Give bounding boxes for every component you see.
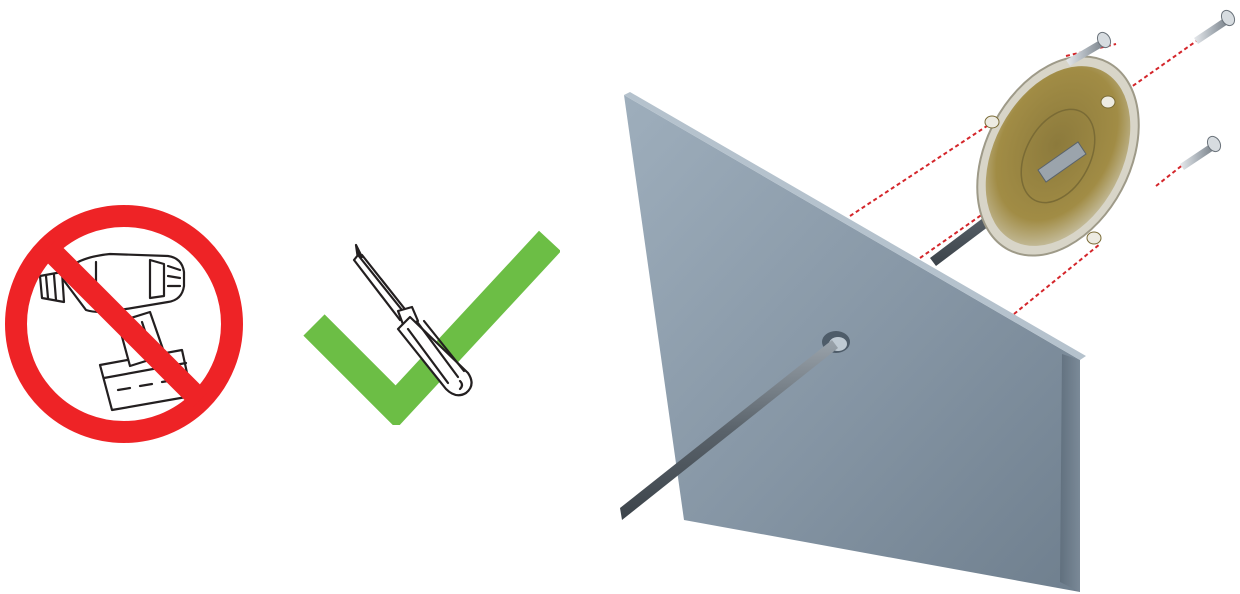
no-power-drill-panel (0, 200, 250, 450)
wall-mount-exploded-view (600, 0, 1240, 594)
disc-screw-slot (1087, 232, 1101, 244)
use-screwdriver-panel (300, 225, 560, 425)
mounting-disc (945, 29, 1172, 284)
mount-assembly-graphic (600, 0, 1240, 594)
no-drill-graphic (0, 200, 250, 450)
mounting-screw (1194, 8, 1237, 44)
screwdriver-check-graphic (300, 225, 560, 425)
disc-screw-slot (1101, 96, 1115, 108)
disc-screw-slot (985, 116, 999, 128)
checkmark-icon (314, 241, 550, 407)
mounting-screw (1180, 134, 1223, 170)
